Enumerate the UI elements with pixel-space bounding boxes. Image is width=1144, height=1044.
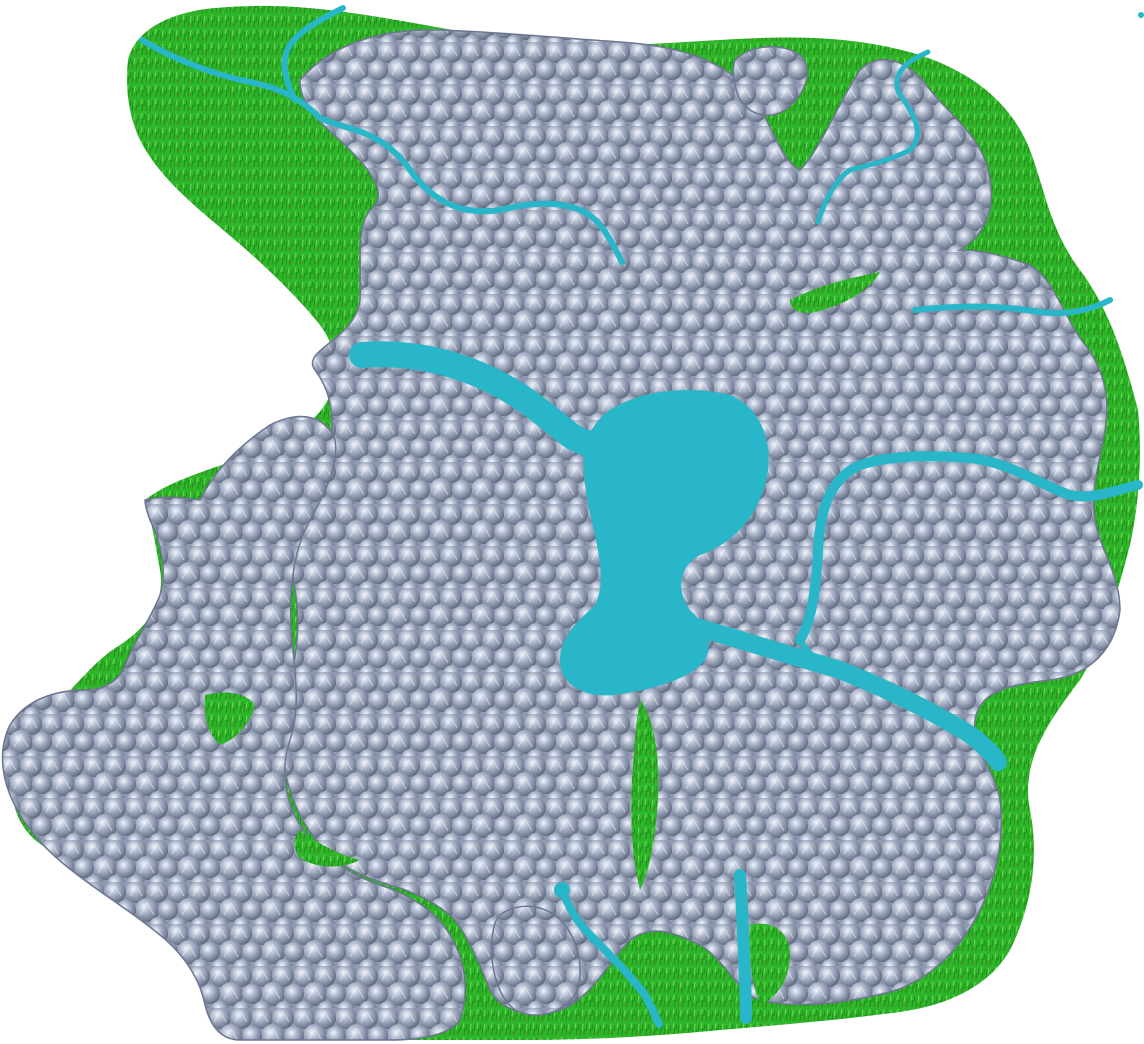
inner-meadow-southeast: [749, 923, 790, 1005]
stray-water-dot: [1138, 12, 1144, 18]
river-network: [139, 5, 1143, 1028]
spring-south: [554, 882, 570, 898]
eastern-mountain-lobe: [732, 46, 808, 116]
river-east: [795, 451, 1143, 645]
river-northwest-branch: [281, 5, 346, 103]
inner-meadow-south: [631, 700, 659, 890]
river-west-outflow: [349, 341, 618, 458]
inner-meadow-southwest: [294, 830, 360, 867]
river-northeast: [815, 49, 931, 225]
inner-meadow-north: [790, 272, 880, 313]
inner-meadow-west: [204, 692, 255, 745]
central-lake: [560, 390, 769, 696]
southern-hill-cluster: [490, 905, 581, 1016]
river-south-channel: [734, 869, 752, 1024]
river-southeast-branch: [797, 637, 828, 668]
river-east-upper: [912, 297, 1113, 317]
river-southeast: [681, 616, 1007, 771]
river-northwest: [139, 37, 625, 265]
river-south: [558, 886, 663, 1028]
